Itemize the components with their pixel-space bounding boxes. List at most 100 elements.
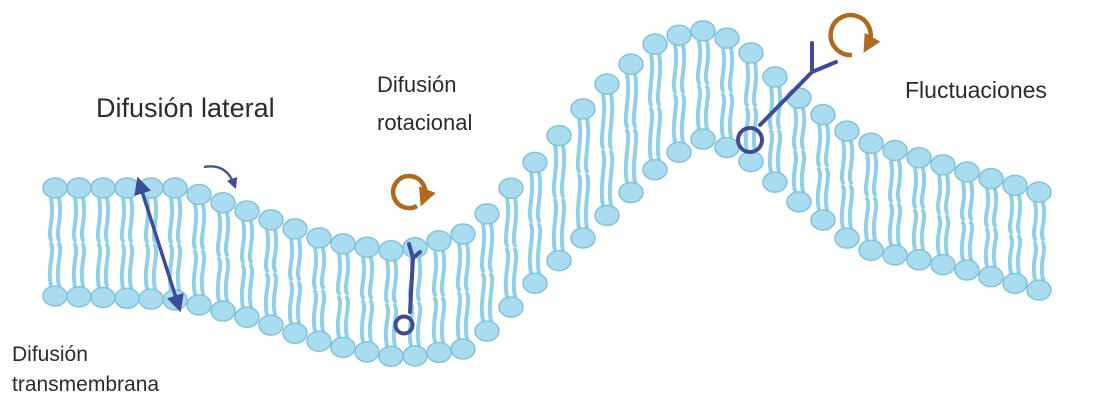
lipid-tail <box>794 152 796 192</box>
lipid-tail <box>986 230 988 267</box>
lipid-head <box>859 240 883 260</box>
lipid-head <box>595 74 619 94</box>
lipid-tail <box>962 223 964 260</box>
lipid-head <box>475 204 499 224</box>
lipid-head <box>379 241 403 261</box>
lipid-tail <box>730 95 732 138</box>
lipid-tail <box>994 230 996 267</box>
lipid-tail <box>314 248 316 288</box>
lipid-head <box>811 105 835 125</box>
lipid-tail <box>338 254 340 294</box>
lipid-tail <box>586 119 588 172</box>
lipid-head <box>43 178 67 198</box>
lipid-head <box>523 152 547 172</box>
lipid-tail <box>202 252 204 295</box>
label-rotational-line2: rotacional <box>377 104 472 142</box>
lipid-tail <box>970 223 972 260</box>
lipid-head <box>235 307 259 327</box>
lipid-tail <box>146 246 148 290</box>
curved-arrow-icon <box>204 166 234 184</box>
lipid-tail <box>722 95 724 138</box>
lipid-head <box>691 129 715 149</box>
lipid-tail <box>386 261 388 302</box>
lipid-tail <box>514 250 516 297</box>
lipid-head <box>739 151 763 171</box>
lipid-tail <box>898 161 900 201</box>
lipid-head <box>1027 280 1051 300</box>
lipid-tail <box>506 198 508 245</box>
lipid-tail <box>218 213 220 255</box>
label-lateral-diffusion: Difusión lateral <box>96 92 275 126</box>
lipid-tail <box>98 198 100 241</box>
lipid-tail <box>362 302 364 342</box>
lipid-tail <box>530 172 532 220</box>
lipid-tail <box>178 246 180 290</box>
lipid-tail <box>154 246 156 290</box>
lipid-tail <box>274 274 276 315</box>
lipid-tail <box>826 125 828 166</box>
lipid-head <box>499 297 523 317</box>
lipid-tail <box>98 245 100 288</box>
rotation-arrow-icon <box>831 15 871 55</box>
lipid-tail <box>418 304 420 346</box>
lipid-tail <box>610 152 612 206</box>
lipid-tail <box>578 175 580 228</box>
lipid-head <box>835 228 859 248</box>
lipid-head <box>403 346 427 366</box>
lipid-head <box>883 245 907 265</box>
lipid-head <box>571 99 595 119</box>
lipid-head <box>211 301 235 321</box>
lipid-tail <box>1018 195 1020 232</box>
lipid-bilayer <box>43 21 1051 366</box>
lipid-head <box>163 178 187 198</box>
lipid-tail <box>370 302 372 342</box>
lipid-head <box>187 185 211 205</box>
lipid-tail <box>826 169 828 210</box>
lipid-tail <box>106 198 108 241</box>
lipid-head <box>811 210 835 230</box>
lipid-tail <box>842 187 844 229</box>
lipid-head <box>667 25 691 45</box>
lipid-tail <box>314 292 316 332</box>
lipid-tail <box>922 168 924 207</box>
lipid-head <box>571 228 595 248</box>
lipid-tail <box>242 266 244 307</box>
lipid-tail <box>842 141 844 183</box>
lipid-head <box>667 142 691 162</box>
lipid-tail <box>778 132 780 173</box>
lipid-tail <box>770 87 772 128</box>
lipid-tail <box>914 211 916 250</box>
lipid-head <box>859 133 883 153</box>
lipid-tail <box>962 182 964 219</box>
lipid-tail <box>754 63 756 105</box>
lipid-tail <box>650 109 652 160</box>
lipid-head <box>979 267 1003 287</box>
lipid-head <box>499 178 523 198</box>
label-transmembrane-line1: Difusión <box>12 340 159 370</box>
lipid-tail <box>938 175 940 213</box>
lipid-tail <box>226 213 228 255</box>
lipid-head <box>739 43 763 63</box>
lipid-head <box>883 141 907 161</box>
lipid-head <box>835 121 859 141</box>
lipid-tail <box>818 169 820 210</box>
lipid-tail <box>602 94 604 148</box>
lipid-tail <box>898 205 900 245</box>
lipid-head <box>787 192 811 212</box>
lipid-tail <box>682 96 684 142</box>
lipid-tail <box>658 109 660 160</box>
lipid-tail <box>794 108 796 148</box>
lipid-tail <box>706 87 708 129</box>
lipid-tail <box>994 189 996 226</box>
lipid-tail <box>266 230 268 271</box>
lipid-tail <box>562 200 564 250</box>
lipid-head <box>907 250 931 270</box>
lipid-tail <box>722 48 724 91</box>
lipid-tail <box>1018 236 1020 273</box>
lipid-tail <box>866 153 868 194</box>
lipid-head <box>427 342 451 362</box>
lipid-tail <box>1010 195 1012 232</box>
lipid-head <box>1027 182 1051 202</box>
lipid-tail <box>386 306 388 347</box>
